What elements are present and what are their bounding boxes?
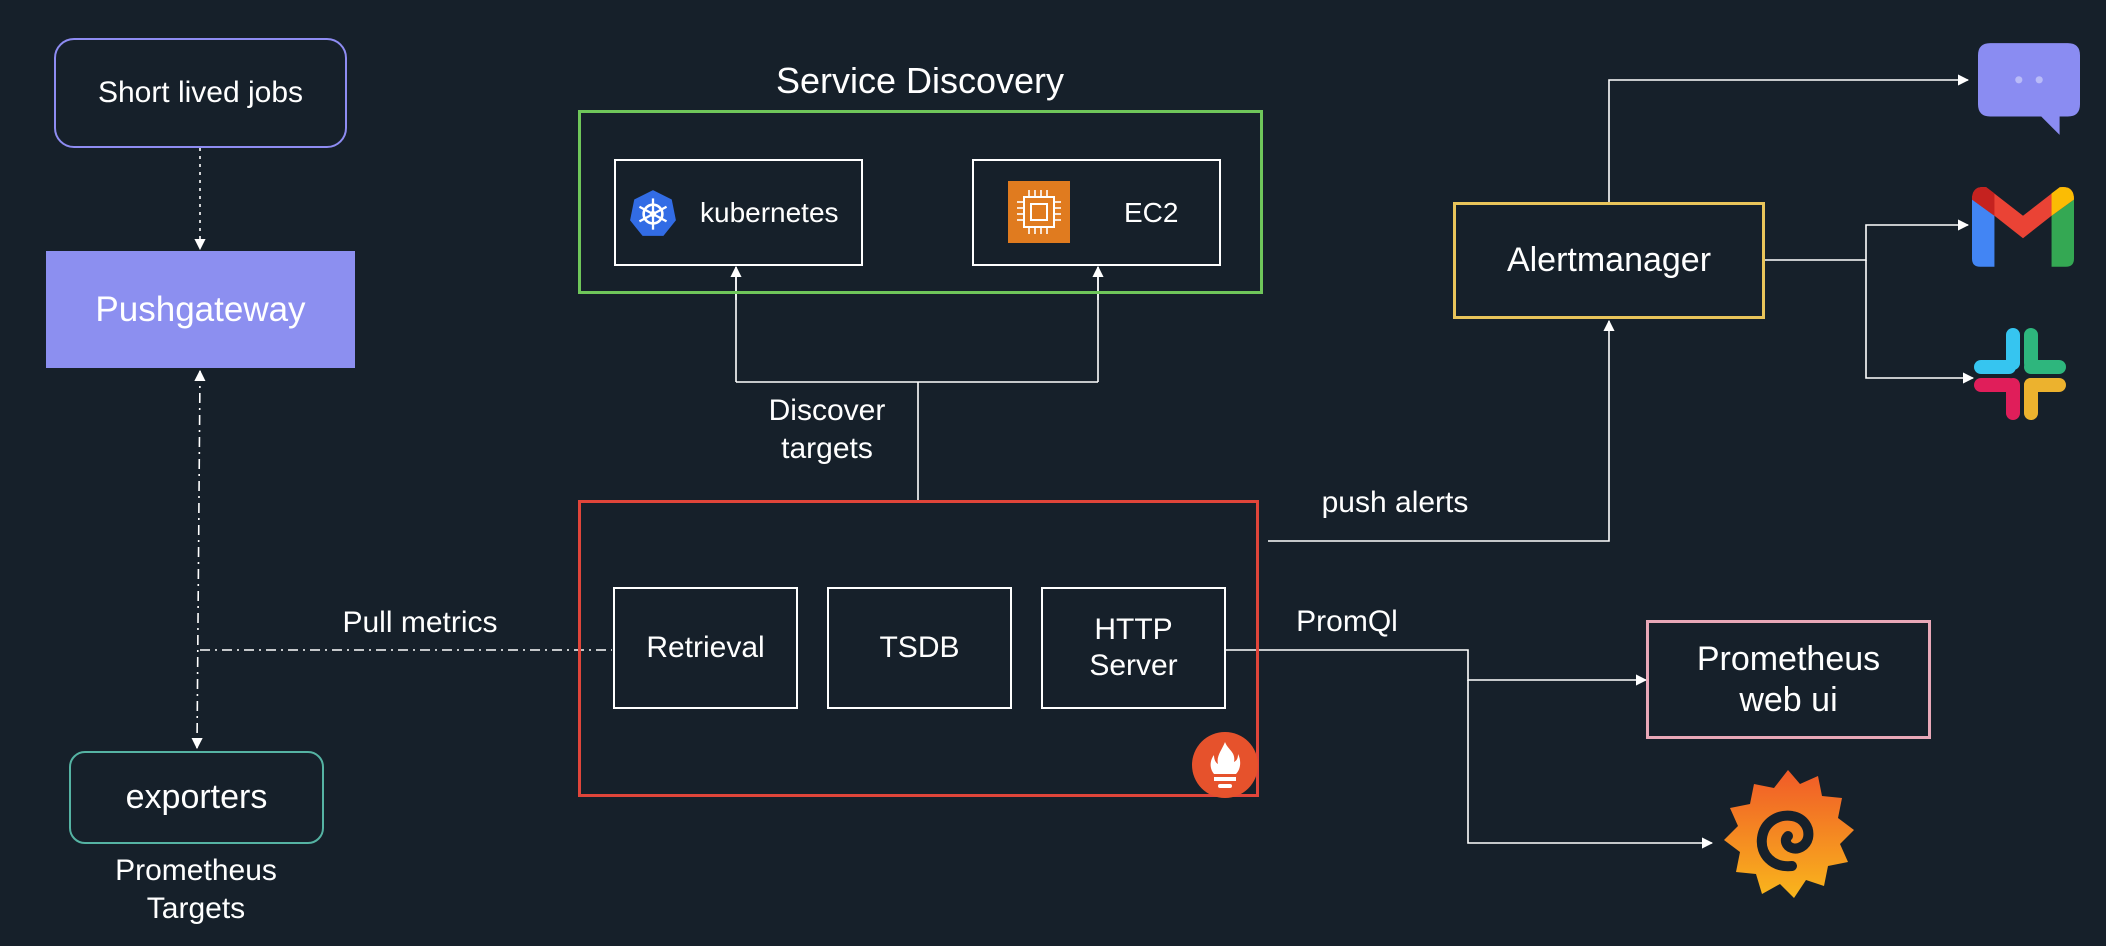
edge-push-alerts: [1268, 319, 1615, 542]
push-alerts-label: push alerts: [1321, 486, 1469, 519]
http-server-box: HTTP Server: [1041, 587, 1226, 709]
edge-pushgateway-to-exporters: [191, 369, 206, 750]
exporters-box: exporters: [69, 751, 324, 844]
ec2-box: EC2: [972, 159, 1221, 266]
short-lived-jobs-label: Short lived jobs: [97, 76, 304, 109]
edge-alertmanager-to-gmail: [1764, 219, 1970, 261]
edge-discover-targets: [735, 267, 1099, 500]
grafana-icon: [1724, 770, 1854, 898]
service-discovery-box: [578, 110, 1263, 294]
prometheus-targets-label: Prometheus Targets: [115, 854, 277, 925]
kubernetes-box: kubernetes: [614, 159, 863, 266]
prometheus-flame-icon: [1192, 732, 1258, 798]
pushgateway-box: Pushgateway: [46, 251, 355, 368]
slack-icon: [1974, 328, 2066, 420]
retrieval-box: Retrieval: [613, 587, 798, 709]
kubernetes-label: kubernetes: [700, 196, 839, 228]
chat-bubble-icon: [1978, 43, 2080, 135]
http-server-label: HTTP Server: [1089, 613, 1178, 682]
retrieval-label: Retrieval: [646, 631, 765, 664]
discover-targets-label: Discover targets: [768, 394, 886, 465]
alertmanager-box: Alertmanager: [1453, 202, 1765, 319]
aws-ec2-chip-icon: [1008, 181, 1070, 243]
edge-promql-to-grafana: [1467, 680, 1714, 849]
edge-promql-to-web-ui: [1226, 649, 1648, 686]
tsdb-box: TSDB: [827, 587, 1012, 709]
pushgateway-label: Pushgateway: [95, 289, 306, 329]
promql-label: PromQl: [1296, 605, 1398, 638]
edge-alertmanager-to-slack: [1865, 260, 1975, 384]
gmail-icon: [1972, 186, 2074, 267]
alertmanager-label: Alertmanager: [1506, 241, 1712, 280]
edge-alertmanager-to-chat: [1608, 74, 1970, 202]
tsdb-label: TSDB: [879, 631, 960, 664]
prometheus-server-box: [578, 500, 1259, 797]
kubernetes-logo-icon: [630, 190, 676, 236]
pull-metrics-label: Pull metrics: [342, 606, 498, 639]
ec2-label: EC2: [1124, 196, 1179, 228]
short-lived-jobs-box: Short lived jobs: [54, 38, 347, 148]
prometheus-web-ui-label: Prometheus web ui: [1696, 639, 1881, 719]
service-discovery-title: Service Discovery: [775, 60, 1065, 101]
prometheus-web-ui-box: Prometheus web ui: [1646, 620, 1931, 739]
exporters-label: exporters: [125, 778, 268, 817]
